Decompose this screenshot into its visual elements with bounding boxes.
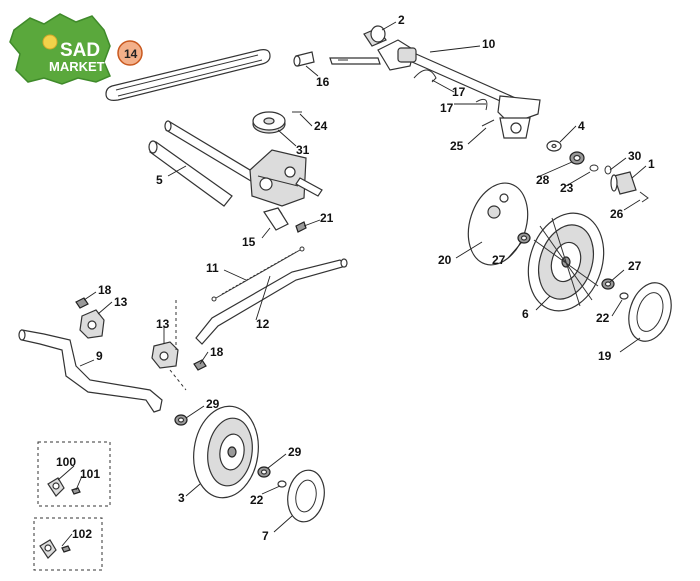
front-wheel <box>193 405 259 499</box>
bracket-13-lower <box>151 341 179 369</box>
gear-icon <box>9 13 111 85</box>
bushing <box>363 25 387 47</box>
connecting-rod <box>195 258 348 345</box>
drive-plate <box>467 182 529 266</box>
dash-guides <box>169 300 187 391</box>
section-badge <box>117 40 143 66</box>
bearing-27-upper <box>517 232 531 244</box>
label-11: 11 <box>206 261 219 275</box>
label-13-a: 13 <box>114 295 128 309</box>
label-5: 5 <box>156 173 163 187</box>
label-29-b: 29 <box>288 445 302 459</box>
pulley <box>252 111 286 134</box>
kit-box-100 <box>37 441 111 507</box>
leader-lines <box>57 21 647 547</box>
label-10: 10 <box>482 37 496 51</box>
front-axle <box>18 329 163 413</box>
label-26: 26 <box>610 207 624 221</box>
adjust-lever <box>293 51 381 67</box>
label-4: 4 <box>578 119 585 133</box>
label-23: 23 <box>560 181 574 195</box>
label-19: 19 <box>598 349 612 363</box>
label-21: 21 <box>320 211 334 225</box>
gearbox <box>249 149 323 207</box>
bearing-28 <box>569 151 585 165</box>
label-15: 15 <box>242 235 256 249</box>
hubcap-19 <box>628 282 672 342</box>
small-ring <box>604 165 612 175</box>
label-2: 2 <box>398 13 405 27</box>
gearbox-bracket <box>263 207 289 231</box>
label-7: 7 <box>262 529 269 543</box>
sad-market-logo: SAD MARKET 14 <box>9 13 143 85</box>
callout-labels: 2 10 16 17 17 24 31 25 4 5 28 23 30 1 26… <box>56 13 655 543</box>
label-22-b: 22 <box>250 493 264 507</box>
washer <box>546 140 562 152</box>
bolt-18-lower <box>193 359 207 371</box>
label-17-b: 17 <box>440 101 454 115</box>
logo-text-sad: SAD <box>60 40 100 61</box>
label-18-a: 18 <box>98 283 112 297</box>
hubcap-7 <box>287 469 325 523</box>
section-badge-number: 14 <box>124 47 138 61</box>
tension-spring <box>211 246 305 302</box>
label-27-b: 27 <box>628 259 642 273</box>
label-18-b: 18 <box>210 345 224 359</box>
label-101: 101 <box>80 467 100 481</box>
label-16: 16 <box>316 75 330 89</box>
label-1: 1 <box>648 157 655 171</box>
label-31: 31 <box>296 143 310 157</box>
spring-clips <box>413 69 495 127</box>
label-27-a: 27 <box>492 253 506 267</box>
bearing-29-left <box>174 414 188 426</box>
label-100: 100 <box>56 455 76 469</box>
label-17-a: 17 <box>452 85 466 99</box>
drive-belt <box>105 49 271 101</box>
label-29-a: 29 <box>206 397 220 411</box>
bolt-18-upper <box>75 297 89 309</box>
label-12: 12 <box>256 317 270 331</box>
rear-wheel <box>527 212 605 312</box>
label-22-a: 22 <box>596 311 610 325</box>
drive-shafts <box>148 120 261 207</box>
bearing-29-right <box>257 466 271 478</box>
height-adjust-axle <box>377 39 541 139</box>
label-9: 9 <box>96 349 103 363</box>
label-3: 3 <box>178 491 185 505</box>
label-13-b: 13 <box>156 317 170 331</box>
label-28: 28 <box>536 173 550 187</box>
label-25: 25 <box>450 139 464 153</box>
pinion <box>610 171 637 195</box>
logo-text-market: MARKET <box>49 59 105 74</box>
label-6: 6 <box>522 307 529 321</box>
circlip <box>589 164 599 172</box>
bracket-13-upper <box>79 309 105 339</box>
spring-clip <box>639 191 649 203</box>
label-30: 30 <box>628 149 642 163</box>
label-24: 24 <box>314 119 328 133</box>
screw <box>295 221 307 233</box>
kit-box-102 <box>33 517 103 571</box>
label-102: 102 <box>72 527 92 541</box>
washer-22-upper <box>619 292 629 300</box>
washer-22-lower <box>277 480 287 488</box>
label-20: 20 <box>438 253 452 267</box>
